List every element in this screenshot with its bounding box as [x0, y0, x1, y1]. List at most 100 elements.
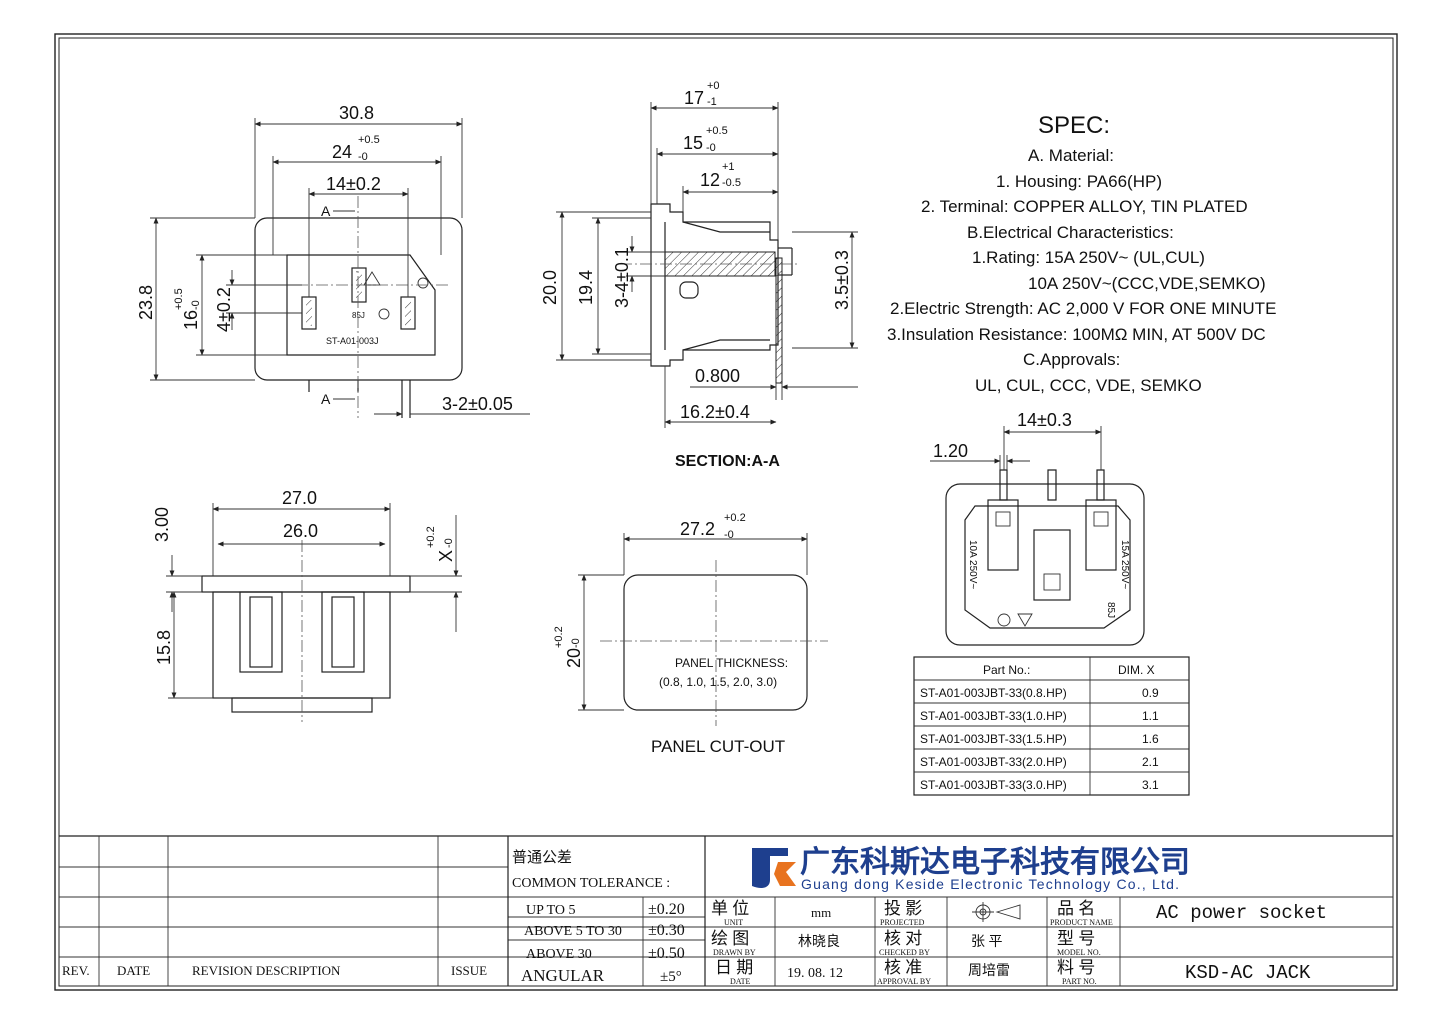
- spec-line: B.Electrical Characteristics:: [967, 223, 1174, 242]
- dim-width-24-tol2: -0: [358, 151, 368, 163]
- rear-dim-pin: 1.20: [933, 441, 968, 461]
- dim-x-tol: +0.2: [425, 526, 437, 548]
- table-cell: ST-A01-003JBT-33(3.0.HP): [920, 778, 1067, 792]
- dim-16-2: 16.2±0.4: [680, 402, 750, 422]
- table-cell: 2.1: [1142, 755, 1159, 769]
- dim-15: 15: [683, 133, 703, 153]
- date-cn: 日 期: [715, 958, 753, 977]
- tolerance-value: ±0.20: [648, 901, 685, 918]
- table-header-part: Part No.:: [983, 663, 1030, 677]
- tolerance-range: UP TO 5: [526, 903, 576, 918]
- rear-label-code: 85J: [1105, 602, 1116, 618]
- spec-line: 1.Rating: 15A 250V~ (UL,CUL): [972, 248, 1205, 267]
- projection-symbol-icon: [972, 902, 1021, 922]
- spec-block: SPEC: A. Material: 1. Housing: PA66(HP) …: [887, 112, 1276, 395]
- emboss-text: 85J: [352, 311, 365, 320]
- table-cell: 0.9: [1142, 686, 1159, 700]
- product-en: PRODUCT NAME: [1050, 918, 1113, 927]
- tolerance-cn: 普通公差: [512, 849, 572, 866]
- dim-pin-offset: 4±0.2: [214, 287, 234, 332]
- unit-cn: 单 位: [711, 899, 749, 918]
- dim-17: 17: [684, 88, 704, 108]
- dim-width-overall: 30.8: [339, 103, 374, 123]
- checked-en: CHECKED BY: [879, 948, 930, 957]
- cutout-height: 20: [564, 648, 584, 668]
- projected-en: PROJECTED: [880, 918, 925, 927]
- rear-label-left: 10A 250V~: [967, 540, 978, 589]
- approval-en: APPROVAL BY: [877, 977, 931, 986]
- table-cell: ST-A01-003JBT-33(0.8.HP): [920, 686, 1067, 700]
- dim-26: 26.0: [283, 521, 318, 541]
- checked-value: 张 平: [971, 934, 1003, 950]
- revision-description-header: REVISION DESCRIPTION: [192, 963, 341, 978]
- cutout-height-tol2: -0: [570, 638, 582, 648]
- section-view: 17 +0 -1 15 +0.5 -0 12 +1 -0.5 20.0 19.4…: [540, 80, 858, 470]
- spec-line: A. Material:: [1028, 146, 1114, 165]
- unit-value: mm: [811, 905, 831, 920]
- model-cn: 型 号: [1057, 929, 1095, 948]
- dim-width-24: 24: [332, 142, 352, 162]
- outer-border: [54, 33, 1398, 991]
- table-cell: 1.1: [1142, 709, 1159, 723]
- product-cn: 品 名: [1057, 899, 1095, 918]
- dim-height-16-tol2: -0: [190, 300, 202, 310]
- drawn-value: 林晓良: [798, 934, 840, 950]
- dim-15-tol: +0.5: [706, 125, 728, 137]
- part-table: Part No.: DIM. X ST-A01-003JBT-33(0.8.HP…: [913, 656, 1190, 796]
- table-cell: ST-A01-003JBT-33(1.5.HP): [920, 732, 1067, 746]
- dim-12-tol: +1: [722, 161, 735, 173]
- dim-27: 27.0: [282, 488, 317, 508]
- table-cell: ST-A01-003JBT-33(1.0.HP): [920, 709, 1067, 723]
- approval-value: 周培雷: [968, 963, 1010, 979]
- dim-12: 12: [700, 170, 720, 190]
- spec-line: 10A 250V~(CCC,VDE,SEMKO): [1028, 274, 1266, 293]
- spec-line: 2.Electric Strength: AC 2,000 V FOR ONE …: [890, 299, 1276, 318]
- drawn-en: DRAWN BY: [713, 948, 756, 957]
- spec-line: 1. Housing: PA66(HP): [996, 172, 1162, 191]
- dim-0-800: 0.800: [695, 366, 740, 386]
- cutout-title: PANEL CUT-OUT: [651, 737, 785, 756]
- section-mark-bottom: A: [321, 391, 331, 407]
- section-title: SECTION:A-A: [675, 453, 780, 470]
- spec-title: SPEC:: [1038, 112, 1110, 139]
- spec-line: C.Approvals:: [1023, 350, 1120, 369]
- date-value: 19. 08. 12: [787, 966, 843, 981]
- dim-12-tol2: -0.5: [722, 177, 741, 189]
- dim-x: X: [436, 550, 456, 562]
- projected-cn: 投 影: [884, 899, 922, 918]
- table-cell: 3.1: [1142, 778, 1159, 792]
- dim-width-24-tol: +0.5: [358, 134, 380, 146]
- issue-header: ISSUE: [451, 963, 487, 978]
- panel-thickness-values: (0.8, 1.0, 1.5, 2.0, 3.0): [659, 675, 777, 689]
- checked-cn: 核 对: [884, 929, 922, 948]
- date-en: DATE: [730, 977, 751, 986]
- tolerance-range: ANGULAR: [521, 966, 605, 985]
- spec-line: 3.Insulation Resistance: 100MΩ MIN, AT 5…: [887, 325, 1266, 344]
- dim-19-4: 19.4: [576, 270, 596, 305]
- dim-pin-span: 14±0.2: [326, 174, 381, 194]
- dim-3-4: 3-4±0.1: [612, 247, 632, 308]
- cutout-height-tol: +0.2: [553, 626, 565, 648]
- dim-pin-width: 3-2±0.05: [442, 394, 513, 414]
- rear-view: 10A 250V~ 15A 250V~ 85J 14±0.3 1.20: [930, 410, 1145, 646]
- cutout-width-tol2: -0: [724, 529, 734, 541]
- table-cell: ST-A01-003JBT-33(2.0.HP): [920, 755, 1067, 769]
- tolerance-range: ABOVE 30: [526, 947, 592, 962]
- panel-thickness-label: PANEL THICKNESS:: [675, 656, 788, 670]
- rear-dim-span: 14±0.3: [1017, 410, 1072, 430]
- tolerance-value: ±5°: [660, 969, 682, 985]
- dim-15-tol2: -0: [706, 142, 716, 154]
- dim-15-8: 15.8: [154, 630, 174, 665]
- dim-height-overall: 23.8: [136, 285, 156, 320]
- tolerance-en: COMMON TOLERANCE :: [512, 876, 670, 891]
- body-marking: ST-A01-003J: [326, 336, 379, 346]
- dim-3-00: 3.00: [152, 507, 172, 542]
- panel-cutout: 27.2 +0.2 -0 20 +0.2 -0 PANEL THICKNESS:…: [553, 512, 828, 756]
- side-view: 27.0 26.0 3.00 15.8 X +0.2 -0: [152, 488, 462, 722]
- company-logo: [752, 848, 796, 888]
- drawn-cn: 绘 图: [711, 929, 749, 948]
- date-header: DATE: [117, 963, 150, 978]
- tolerance-value: ±0.50: [648, 945, 685, 962]
- section-mark-top: A: [321, 203, 331, 219]
- dim-17-tol: +0: [707, 80, 720, 92]
